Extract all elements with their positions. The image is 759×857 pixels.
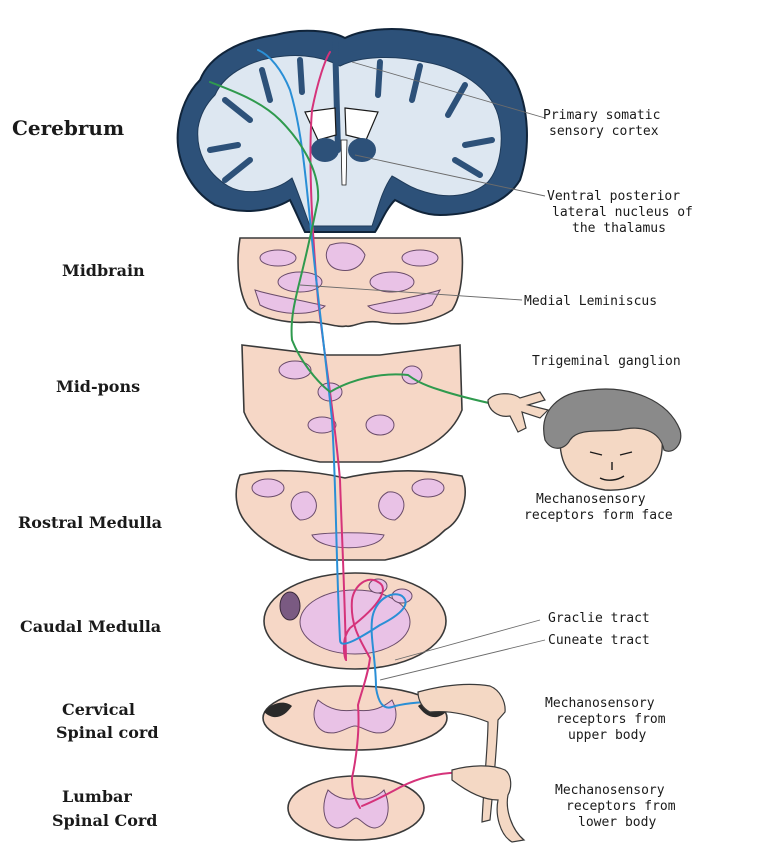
pons-nucleus-left (279, 361, 311, 379)
label-mid-pons: Mid-pons (56, 377, 140, 396)
label-face-2: receptors form face (524, 508, 673, 523)
label-upper-1: Mechanosensory (545, 696, 655, 711)
cerebrum-section (178, 29, 527, 232)
inferior-olive-left (291, 492, 316, 520)
label-midbrain: Midbrain (62, 261, 145, 280)
label-medial-lemniscus: Medial Leminiscus (524, 294, 657, 309)
spinal-trigeminal-nucleus (280, 592, 300, 620)
left-labels: Cerebrum Midbrain Mid-pons Rostral Medul… (12, 116, 162, 830)
pons-section (242, 345, 462, 462)
label-upper-2: receptors from (556, 712, 666, 727)
label-cortex-1: Primary somatic (543, 108, 660, 123)
label-vpl-2: lateral nucleus of (552, 205, 693, 220)
label-lumbar-cord: Spinal Cord (52, 811, 158, 830)
face-illustration (544, 389, 681, 490)
label-lower-2: receptors from (566, 799, 676, 814)
label-cuneate-tract: Cuneate tract (548, 633, 650, 648)
label-trigeminal-ganglion: Trigeminal ganglion (532, 354, 681, 369)
label-cortex-2: sensory cortex (549, 124, 659, 139)
thalamus-left (311, 138, 339, 162)
label-cervical: Cervical (62, 700, 135, 719)
label-lower-3: lower body (578, 815, 656, 830)
label-cerebrum: Cerebrum (12, 116, 124, 140)
vestibular-nucleus-left (252, 479, 284, 497)
red-nucleus-right (370, 272, 414, 292)
label-caudal-medulla: Caudal Medulla (20, 617, 161, 636)
pons-outline (242, 345, 462, 462)
label-upper-3: upper body (568, 728, 646, 743)
caudal-medulla-section (264, 573, 446, 669)
third-ventricle (341, 140, 347, 185)
rostral-medulla-section (236, 471, 465, 560)
label-cervical-cord: Spinal cord (56, 723, 159, 742)
label-vpl-3: the thalamus (572, 221, 666, 236)
label-vpl-1: Ventral posterior (547, 189, 680, 204)
colliculus-right (402, 250, 438, 266)
label-lumbar: Lumbar (62, 787, 132, 806)
pontine-nucleus-right (366, 415, 394, 435)
label-gracile-tract: Graclie tract (548, 611, 650, 626)
vestibular-nucleus-right (412, 479, 444, 497)
upper-body-arm (418, 684, 505, 822)
trigeminal-ganglion (488, 392, 548, 432)
label-face-1: Mechanosensory (536, 492, 646, 507)
colliculus-left (260, 250, 296, 266)
midbrain-section (238, 238, 462, 326)
label-rostral-medulla: Rostral Medulla (18, 513, 162, 532)
label-lower-1: Mechanosensory (555, 783, 665, 798)
